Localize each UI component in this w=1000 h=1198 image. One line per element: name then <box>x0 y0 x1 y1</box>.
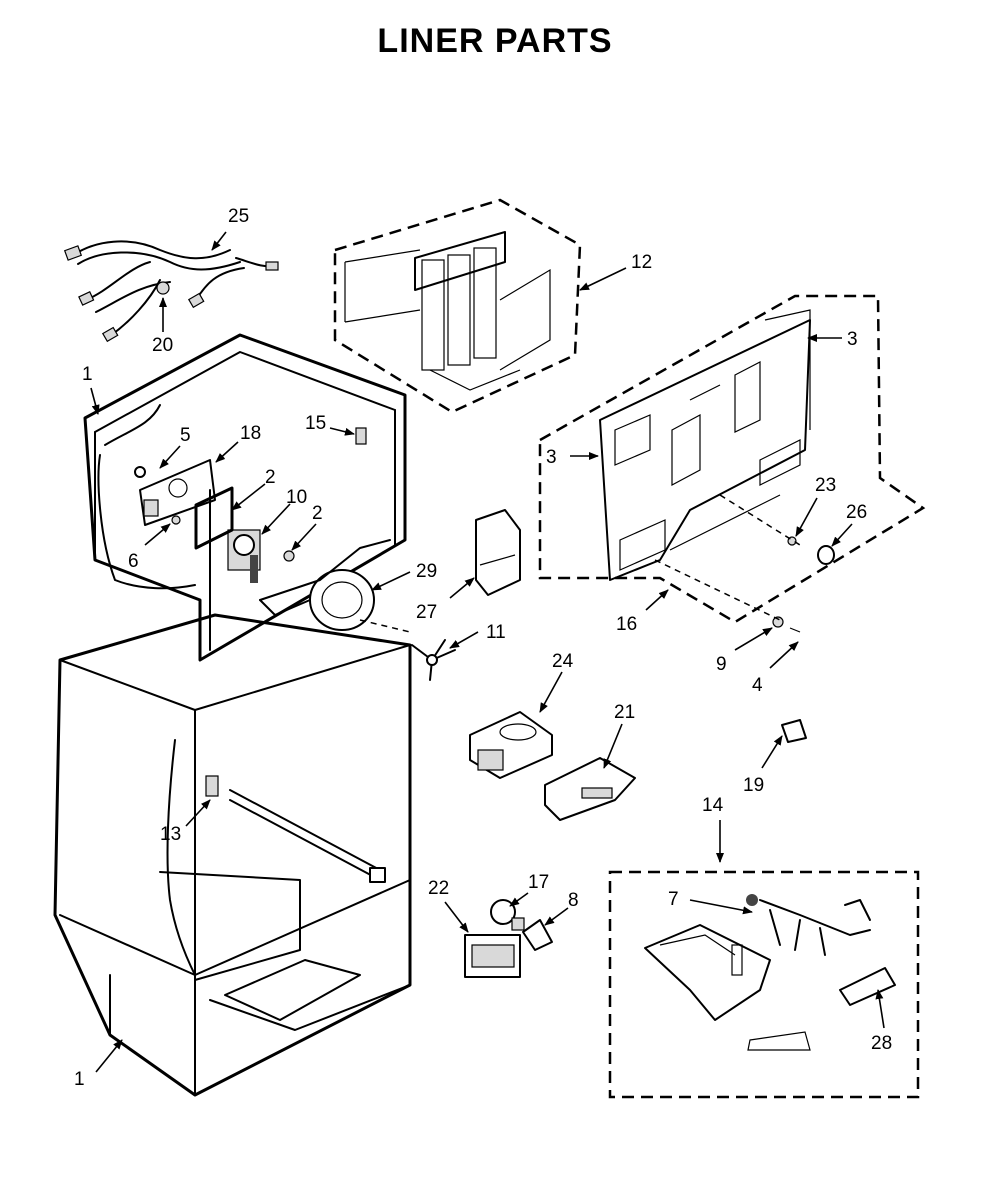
callout-1-bottom: 1 <box>74 1069 85 1090</box>
screw-9 <box>772 616 784 628</box>
callout-13: 13 <box>160 824 181 845</box>
callout-2-lower: 2 <box>312 503 323 524</box>
callout-22: 22 <box>428 878 449 899</box>
callout-21: 21 <box>614 702 635 723</box>
clip-15 <box>355 427 367 445</box>
callout-4: 4 <box>752 675 763 696</box>
nut-2 <box>283 550 295 562</box>
duct-cover-27 <box>475 509 521 596</box>
callout-7: 7 <box>668 889 679 910</box>
control-housing-3 <box>538 294 926 624</box>
knob-19 <box>781 719 807 743</box>
freezer-liner-1 <box>83 333 407 662</box>
leader-lines <box>90 231 885 1073</box>
fresh-food-liner-1 <box>53 613 412 1097</box>
fan-blade-11 <box>411 639 456 681</box>
callout-14: 14 <box>702 795 724 816</box>
callout-2-upper: 2 <box>265 467 276 488</box>
callout-18: 18 <box>240 423 261 444</box>
knob-26 <box>817 545 835 565</box>
duct-2-left <box>194 486 234 550</box>
callout-20: 20 <box>152 335 173 356</box>
lamp-holder-8 <box>522 919 553 951</box>
callout-15: 15 <box>305 413 326 434</box>
fan-motor-10 <box>227 529 261 583</box>
callout-26: 26 <box>846 502 867 523</box>
wiring-harness-25 <box>63 240 279 343</box>
callout-24: 24 <box>552 651 574 672</box>
callout-1-top: 1 <box>82 364 93 385</box>
callout-10: 10 <box>286 487 307 508</box>
callout-23: 23 <box>815 475 836 496</box>
callout-3-left: 3 <box>546 447 557 468</box>
callout-25: 25 <box>228 206 249 227</box>
callout-17: 17 <box>528 872 549 893</box>
screw-6 <box>171 515 181 525</box>
light-bulb-17 <box>490 899 525 931</box>
callout-12: 12 <box>631 252 652 273</box>
shroud-29 <box>259 539 391 631</box>
kit-box-14 <box>608 870 920 1099</box>
fan-bracket-24 <box>469 711 553 779</box>
bracket-18 <box>139 459 216 526</box>
callout-3-right: 3 <box>847 329 858 350</box>
washer-4 <box>789 627 801 633</box>
cover-21 <box>544 757 636 821</box>
callout-11: 11 <box>486 622 506 643</box>
plug-5 <box>134 466 146 478</box>
callout-numbers: 25 20 12 3 3 1 5 18 15 2 10 2 6 29 27 11… <box>74 206 892 1090</box>
callout-8: 8 <box>568 890 579 911</box>
callout-29: 29 <box>416 561 437 582</box>
diagram-title: LINER PARTS <box>377 22 612 60</box>
shaft-line-16 <box>719 494 801 546</box>
callout-28: 28 <box>871 1033 892 1054</box>
shelf-assembly-12 <box>333 198 582 414</box>
callout-16: 16 <box>616 614 637 635</box>
shaft-line-9 <box>654 559 781 621</box>
callout-9: 9 <box>716 654 727 675</box>
shaft-line-11 <box>359 619 411 633</box>
callout-5: 5 <box>180 425 191 446</box>
callout-19: 19 <box>743 775 764 796</box>
lamp-socket-22 <box>464 934 521 978</box>
callout-6: 6 <box>128 551 139 572</box>
callout-27: 27 <box>416 602 437 623</box>
